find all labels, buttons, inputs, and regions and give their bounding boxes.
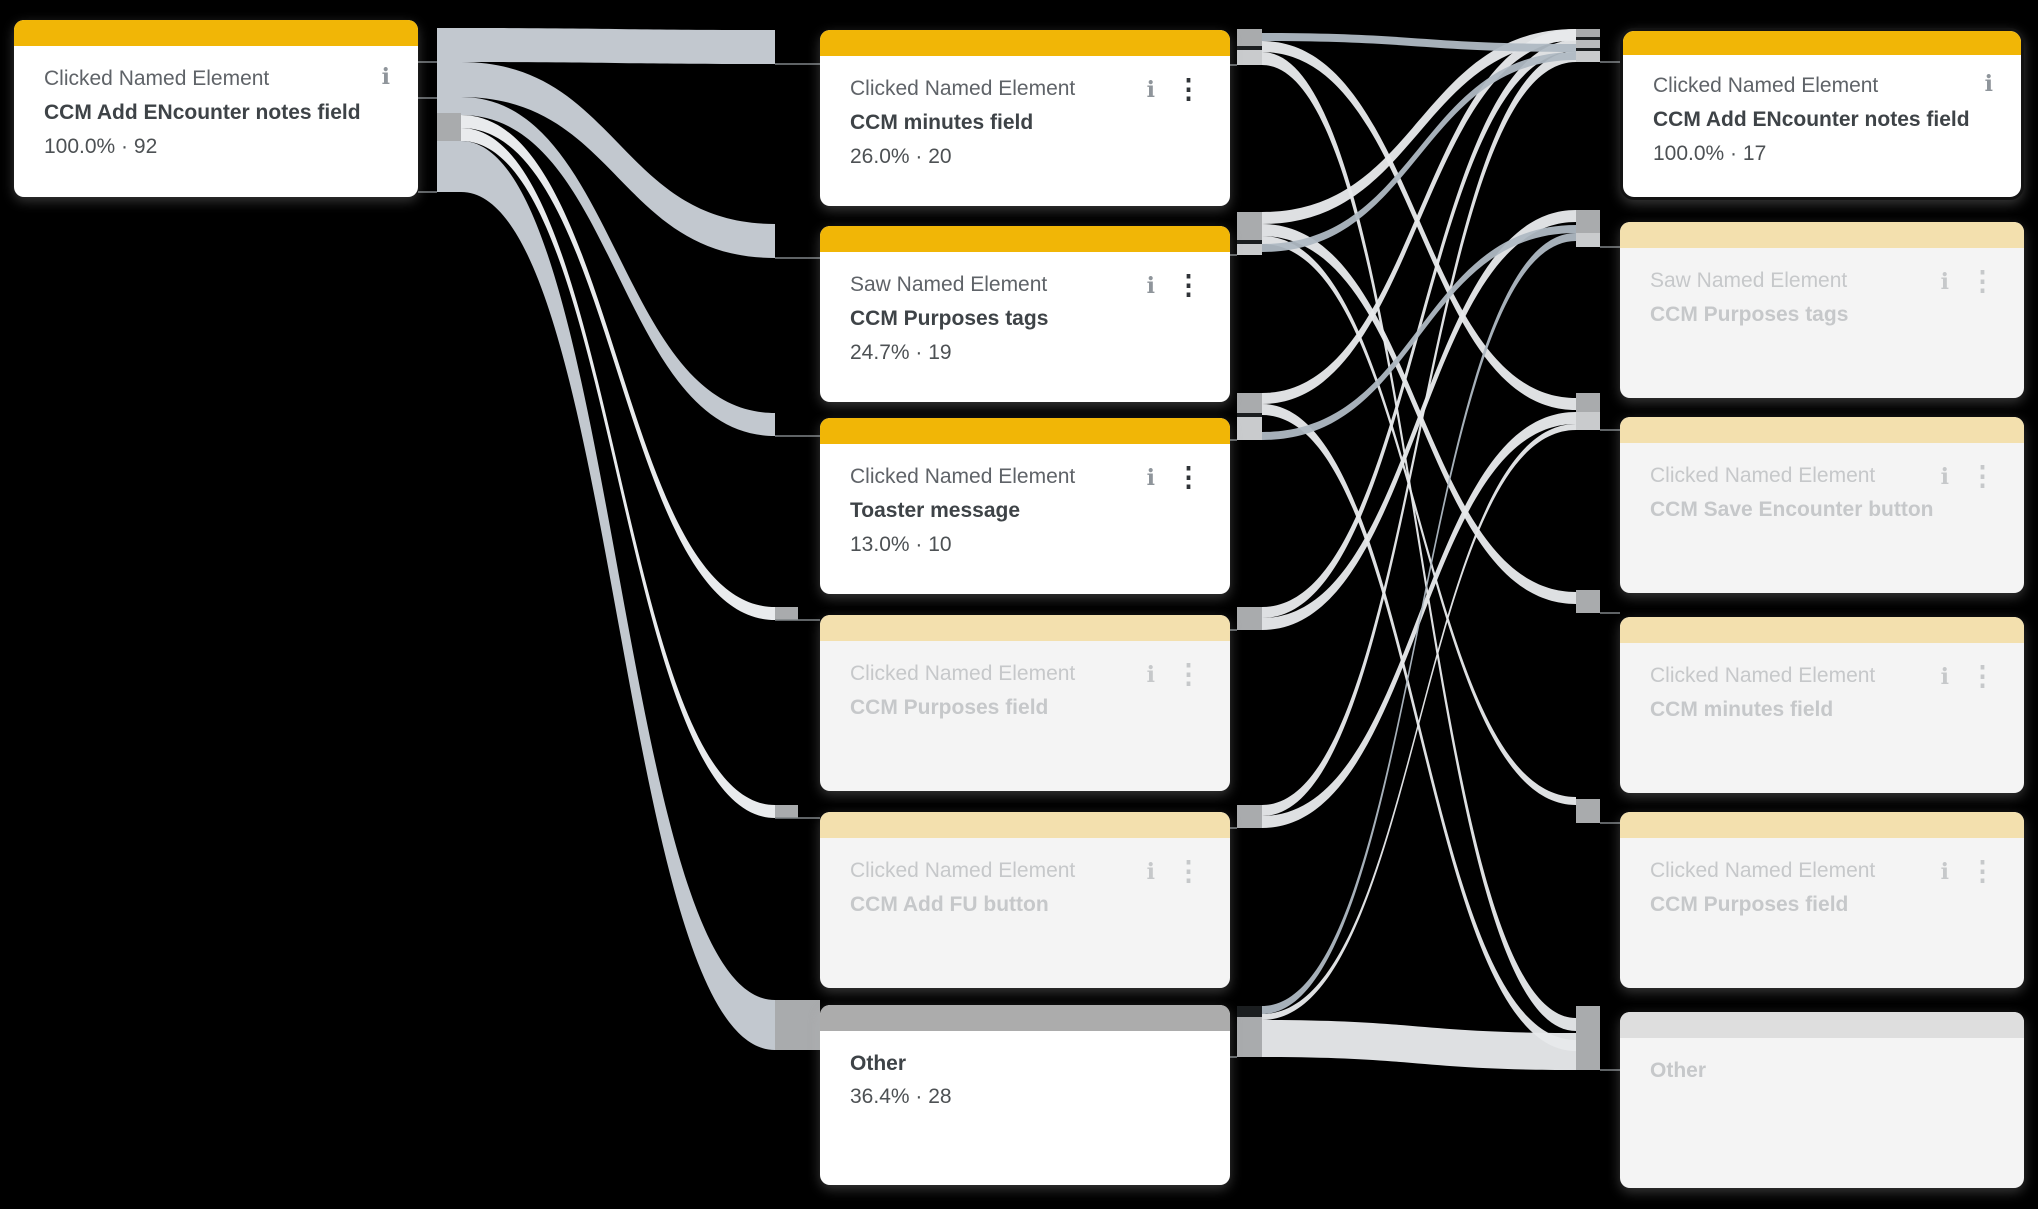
kebab-menu-icon[interactable]: ⋮ bbox=[1175, 659, 1202, 689]
card-header bbox=[1620, 812, 2024, 838]
event-type-label: Clicked Named Element bbox=[1653, 74, 1879, 97]
info-icon[interactable]: i bbox=[1940, 268, 1949, 295]
card-header bbox=[1620, 1012, 2024, 1038]
card-header bbox=[14, 20, 418, 46]
conversion-stats: 24.7% · 19 bbox=[850, 340, 952, 364]
element-name: CCM Add ENcounter notes field bbox=[1653, 108, 1970, 132]
element-name: CCM Purposes field bbox=[1650, 893, 1849, 917]
kebab-menu-icon[interactable]: ⋮ bbox=[1969, 266, 1996, 296]
kebab-menu-icon[interactable]: ⋮ bbox=[1175, 856, 1202, 886]
element-name: Toaster message bbox=[850, 499, 1021, 523]
path-card-other-excluded[interactable]: Other bbox=[1620, 1012, 2024, 1188]
card-header bbox=[1623, 31, 2021, 55]
conversion-stats: 36.4% · 28 bbox=[850, 1085, 952, 1109]
element-name: CCM Add ENcounter notes field bbox=[44, 101, 361, 125]
element-name: Other bbox=[1650, 1059, 1707, 1082]
path-card[interactable]: Clicked Named Element i ⋮ CCM minutes fi… bbox=[820, 30, 1230, 206]
card-header bbox=[1620, 417, 2024, 443]
path-card[interactable]: Saw Named Element i ⋮ CCM Purposes tags … bbox=[820, 226, 1230, 402]
path-card-selected[interactable]: Clicked Named Element i CCM Add ENcounte… bbox=[1620, 28, 2024, 200]
event-type-label: Clicked Named Element bbox=[850, 465, 1076, 488]
card-header bbox=[820, 1005, 1230, 1031]
event-type-label: Clicked Named Element bbox=[1650, 664, 1876, 687]
card-header bbox=[1620, 617, 2024, 643]
path-card-start[interactable]: Clicked Named Element i CCM Add ENcounte… bbox=[14, 20, 418, 197]
event-type-label: Saw Named Element bbox=[1650, 269, 1848, 292]
path-card-excluded[interactable]: Clicked Named Element i ⋮ CCM minutes fi… bbox=[1620, 617, 2024, 793]
element-name: CCM Save Encounter button bbox=[1650, 498, 1934, 522]
event-type-label: Clicked Named Element bbox=[1650, 859, 1876, 882]
kebab-menu-icon[interactable]: ⋮ bbox=[1175, 74, 1202, 104]
conversion-stats: 13.0% · 10 bbox=[850, 532, 952, 556]
kebab-menu-icon[interactable]: ⋮ bbox=[1969, 856, 1996, 886]
element-name: CCM Purposes tags bbox=[850, 307, 1049, 331]
card-header bbox=[820, 812, 1230, 838]
path-card[interactable]: Clicked Named Element i ⋮ Toaster messag… bbox=[820, 418, 1230, 594]
card-header bbox=[820, 30, 1230, 56]
info-icon[interactable]: i bbox=[381, 64, 390, 90]
card-header bbox=[1620, 222, 2024, 248]
element-name: CCM Add FU button bbox=[850, 893, 1049, 917]
path-card-excluded[interactable]: Clicked Named Element i ⋮ CCM Save Encou… bbox=[1620, 417, 2024, 593]
card-header bbox=[820, 615, 1230, 641]
path-card-other[interactable]: Other 36.4% · 28 bbox=[820, 1005, 1230, 1185]
info-icon[interactable]: i bbox=[1940, 463, 1949, 490]
event-type-label: Clicked Named Element bbox=[1650, 464, 1876, 487]
conversion-stats: 26.0% · 20 bbox=[850, 144, 952, 168]
event-type-label: Clicked Named Element bbox=[850, 662, 1076, 685]
info-icon[interactable]: i bbox=[1940, 858, 1949, 885]
element-name: CCM Purposes tags bbox=[1650, 303, 1849, 327]
path-card-excluded[interactable]: Clicked Named Element i ⋮ CCM Purposes f… bbox=[1620, 812, 2024, 988]
element-name: Other bbox=[850, 1052, 907, 1075]
path-card-excluded[interactable]: Saw Named Element i ⋮ CCM Purposes tags bbox=[1620, 222, 2024, 398]
card-header bbox=[820, 226, 1230, 252]
element-name: CCM Purposes field bbox=[850, 696, 1049, 720]
event-type-label: Saw Named Element bbox=[850, 273, 1048, 296]
element-name: CCM minutes field bbox=[1650, 698, 1834, 722]
info-icon[interactable]: i bbox=[1940, 663, 1949, 690]
kebab-menu-icon[interactable]: ⋮ bbox=[1969, 661, 1996, 691]
info-icon[interactable]: i bbox=[1146, 272, 1155, 299]
kebab-menu-icon[interactable]: ⋮ bbox=[1969, 461, 1996, 491]
card-header bbox=[820, 418, 1230, 444]
kebab-menu-icon[interactable]: ⋮ bbox=[1175, 462, 1202, 492]
element-name: CCM minutes field bbox=[850, 111, 1034, 135]
path-card-excluded[interactable]: Clicked Named Element i ⋮ CCM Purposes f… bbox=[820, 615, 1230, 791]
path-card-excluded[interactable]: Clicked Named Element i ⋮ CCM Add FU but… bbox=[820, 812, 1230, 988]
event-type-label: Clicked Named Element bbox=[850, 77, 1076, 100]
conversion-stats: 100.0% · 92 bbox=[44, 134, 158, 158]
event-type-label: Clicked Named Element bbox=[850, 859, 1076, 882]
kebab-menu-icon[interactable]: ⋮ bbox=[1175, 270, 1202, 300]
conversion-stats: 100.0% · 17 bbox=[1653, 141, 1767, 165]
event-type-label: Clicked Named Element bbox=[44, 67, 270, 90]
info-icon[interactable]: i bbox=[1146, 76, 1155, 103]
info-icon[interactable]: i bbox=[1146, 464, 1155, 491]
info-icon[interactable]: i bbox=[1146, 661, 1155, 688]
info-icon[interactable]: i bbox=[1984, 71, 1993, 97]
info-icon[interactable]: i bbox=[1146, 858, 1155, 885]
